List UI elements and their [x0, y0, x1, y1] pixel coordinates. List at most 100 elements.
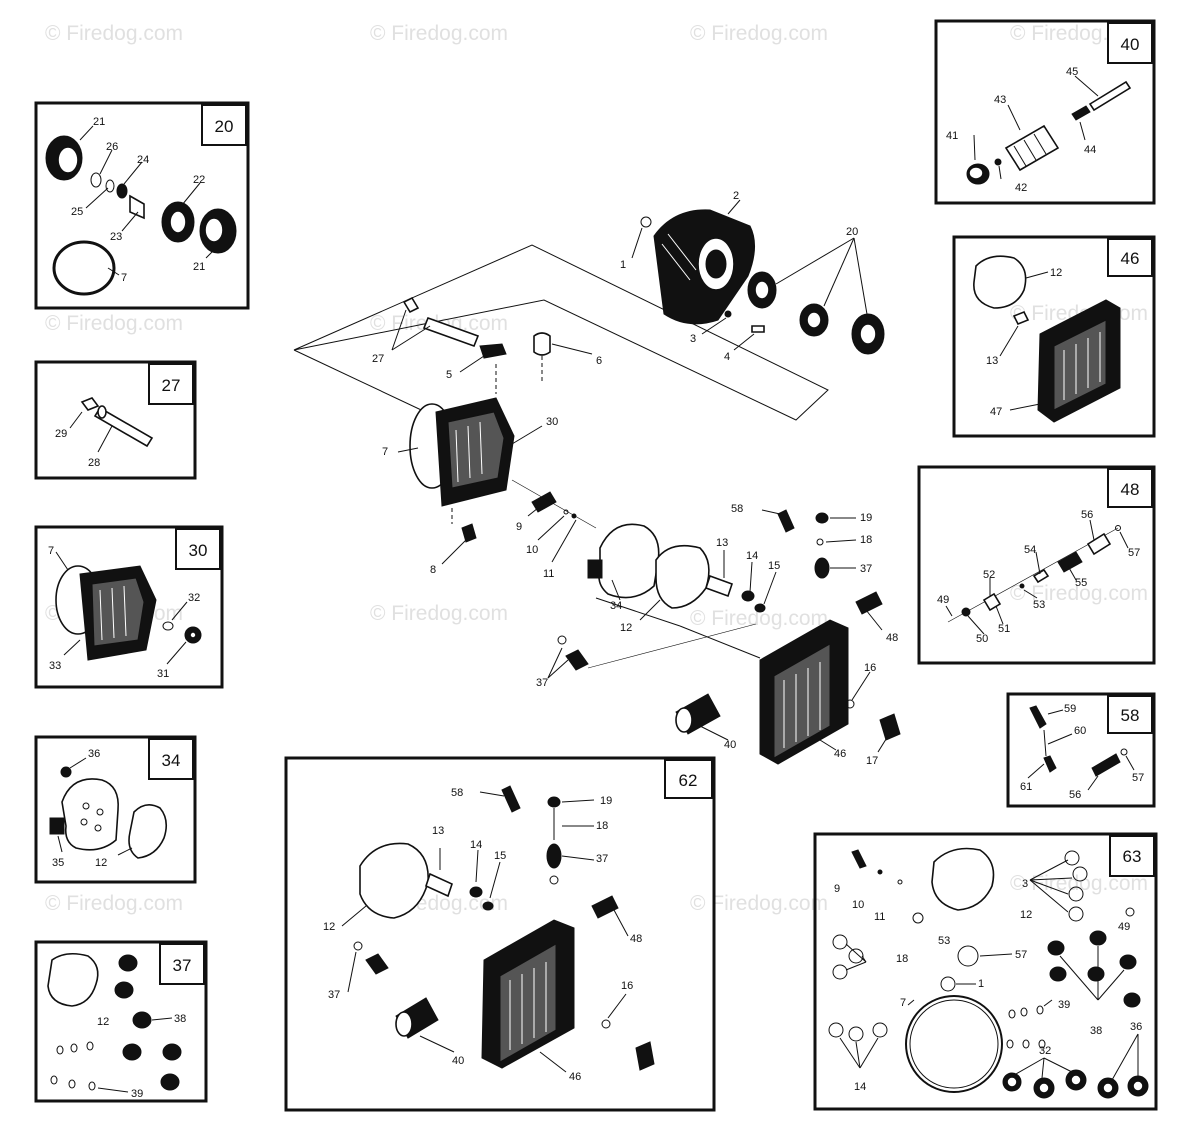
callout-label: 7: [382, 446, 388, 458]
callout-label: 55: [1075, 577, 1087, 589]
callout-label: 22: [193, 174, 205, 186]
callout-label: 16: [621, 980, 633, 992]
seal-ring-part: [52, 240, 116, 296]
watermark: © Firedog.com: [690, 22, 828, 45]
inset-20: 20 21 26 24 25 22 23 21 7: [34, 101, 250, 310]
inset-27: 27 29 28: [34, 360, 197, 480]
callout-label: 18: [860, 534, 872, 546]
callout-label: 48: [886, 632, 898, 644]
callout-label: 57: [1132, 772, 1144, 784]
watermark: © Firedog.com: [690, 892, 828, 915]
watermark: © Firedog.com: [690, 607, 828, 630]
plug-part: [1086, 532, 1112, 556]
callout-label: 7: [48, 545, 54, 557]
inset-tag: 46: [1121, 249, 1140, 268]
callout-label: 44: [1084, 144, 1096, 156]
callout-label: 32: [188, 592, 200, 604]
unloader-knob-part: [1004, 124, 1060, 172]
callout-label: 24: [137, 154, 149, 166]
fitting-part: [501, 785, 521, 813]
callout-label: 15: [494, 850, 506, 862]
check-valve-part: [1012, 310, 1030, 326]
inset-tag: 27: [162, 376, 181, 395]
callout-label: 8: [430, 564, 436, 576]
callout-label: 21: [193, 261, 205, 273]
inset-tag: 37: [173, 956, 192, 975]
callout-label: 37: [860, 563, 872, 575]
callout-label: 58: [731, 503, 743, 515]
inset-46: 46 12 13 47: [952, 235, 1156, 438]
watermark: © Firedog.com: [45, 892, 183, 915]
callout-label: 6: [596, 355, 602, 367]
plug-part: [591, 895, 619, 919]
callout-label: 15: [768, 560, 780, 572]
plunger-part: [93, 406, 154, 448]
callout-label: 38: [174, 1013, 186, 1025]
watermark: © Firedog.com: [370, 602, 508, 625]
callout-label: 20: [846, 226, 858, 238]
o-ring-part: [90, 172, 102, 188]
inset-tag: 62: [679, 771, 698, 790]
callout-label: 54: [1024, 544, 1036, 556]
seal-part: [365, 953, 389, 975]
callout-label: 37: [536, 677, 548, 689]
unloader-shaft-part: [1088, 80, 1132, 112]
watermark: © Firedog.com: [370, 22, 508, 45]
callout-label: 36: [88, 748, 100, 760]
spring-part: [1091, 753, 1121, 777]
callout-label: 10: [526, 544, 538, 556]
callout-label: 12: [95, 857, 107, 869]
callout-label: 38: [1090, 1025, 1102, 1037]
check-valve-part: [425, 872, 453, 898]
manifold-gasket-part: [128, 804, 168, 859]
inset-30: 30 7 32 33 31: [34, 525, 224, 689]
manifold-gasket-part: [47, 952, 99, 1007]
callout-label: 23: [110, 231, 122, 243]
callout-label: 30: [546, 416, 558, 428]
watermark: © Firedog.com: [45, 312, 183, 335]
callout-label: 7: [900, 997, 906, 1009]
callout-label: 12: [1050, 267, 1062, 279]
callout-label: 32: [1039, 1045, 1051, 1057]
callout-label: 12: [323, 921, 335, 933]
callout-label: 31: [157, 668, 169, 680]
callout-label: 39: [1058, 999, 1070, 1011]
callout-label: 26: [106, 141, 118, 153]
manifold-gasket-part: [973, 255, 1027, 309]
callout-label: 12: [1020, 909, 1032, 921]
callout-label: 45: [1066, 66, 1078, 78]
callout-label: 18: [596, 820, 608, 832]
callout-label: 57: [1128, 547, 1140, 559]
callout-label: 11: [543, 568, 554, 580]
callout-label: 41: [946, 130, 958, 142]
callout-label: 3: [690, 333, 696, 345]
callout-label: 42: [1015, 182, 1027, 194]
plunger-retainer-part: [80, 397, 100, 411]
inset-40: 40 41 43 45 44 42: [934, 19, 1156, 205]
callout-label: 13: [716, 537, 728, 549]
callout-label: 13: [432, 825, 444, 837]
inset-tag: 63: [1123, 847, 1142, 866]
callout-label: 27: [372, 353, 384, 365]
inset-tag: 34: [162, 751, 181, 770]
callout-label: 46: [834, 748, 846, 760]
callout-label: 21: [93, 116, 105, 128]
manifold-gasket-part: [655, 544, 710, 609]
callout-label: 37: [328, 989, 340, 1001]
callout-label: 17: [866, 755, 878, 767]
spring-part: [479, 343, 507, 359]
callout-label: 14: [746, 550, 758, 562]
callout-label: 56: [1081, 509, 1093, 521]
callout-label: 19: [600, 795, 612, 807]
fitting-part: [1029, 705, 1047, 729]
plunger-part: [422, 316, 480, 348]
inset-37: 37 12 38 39: [34, 940, 208, 1103]
main-exploded-view: 2 20 1 3 4 27 6 5 30 7 9 10 11 8 58 19 1…: [293, 190, 901, 767]
watermark: © Firedog.com: [1010, 582, 1148, 605]
callout-label: 39: [131, 1088, 143, 1100]
inset-63: 63: [813, 832, 1158, 1111]
callout-label: 47: [990, 406, 1002, 418]
watermark: © Firedog.com: [45, 22, 183, 45]
callout-label: 58: [451, 787, 463, 799]
callout-label: 60: [1074, 725, 1086, 737]
